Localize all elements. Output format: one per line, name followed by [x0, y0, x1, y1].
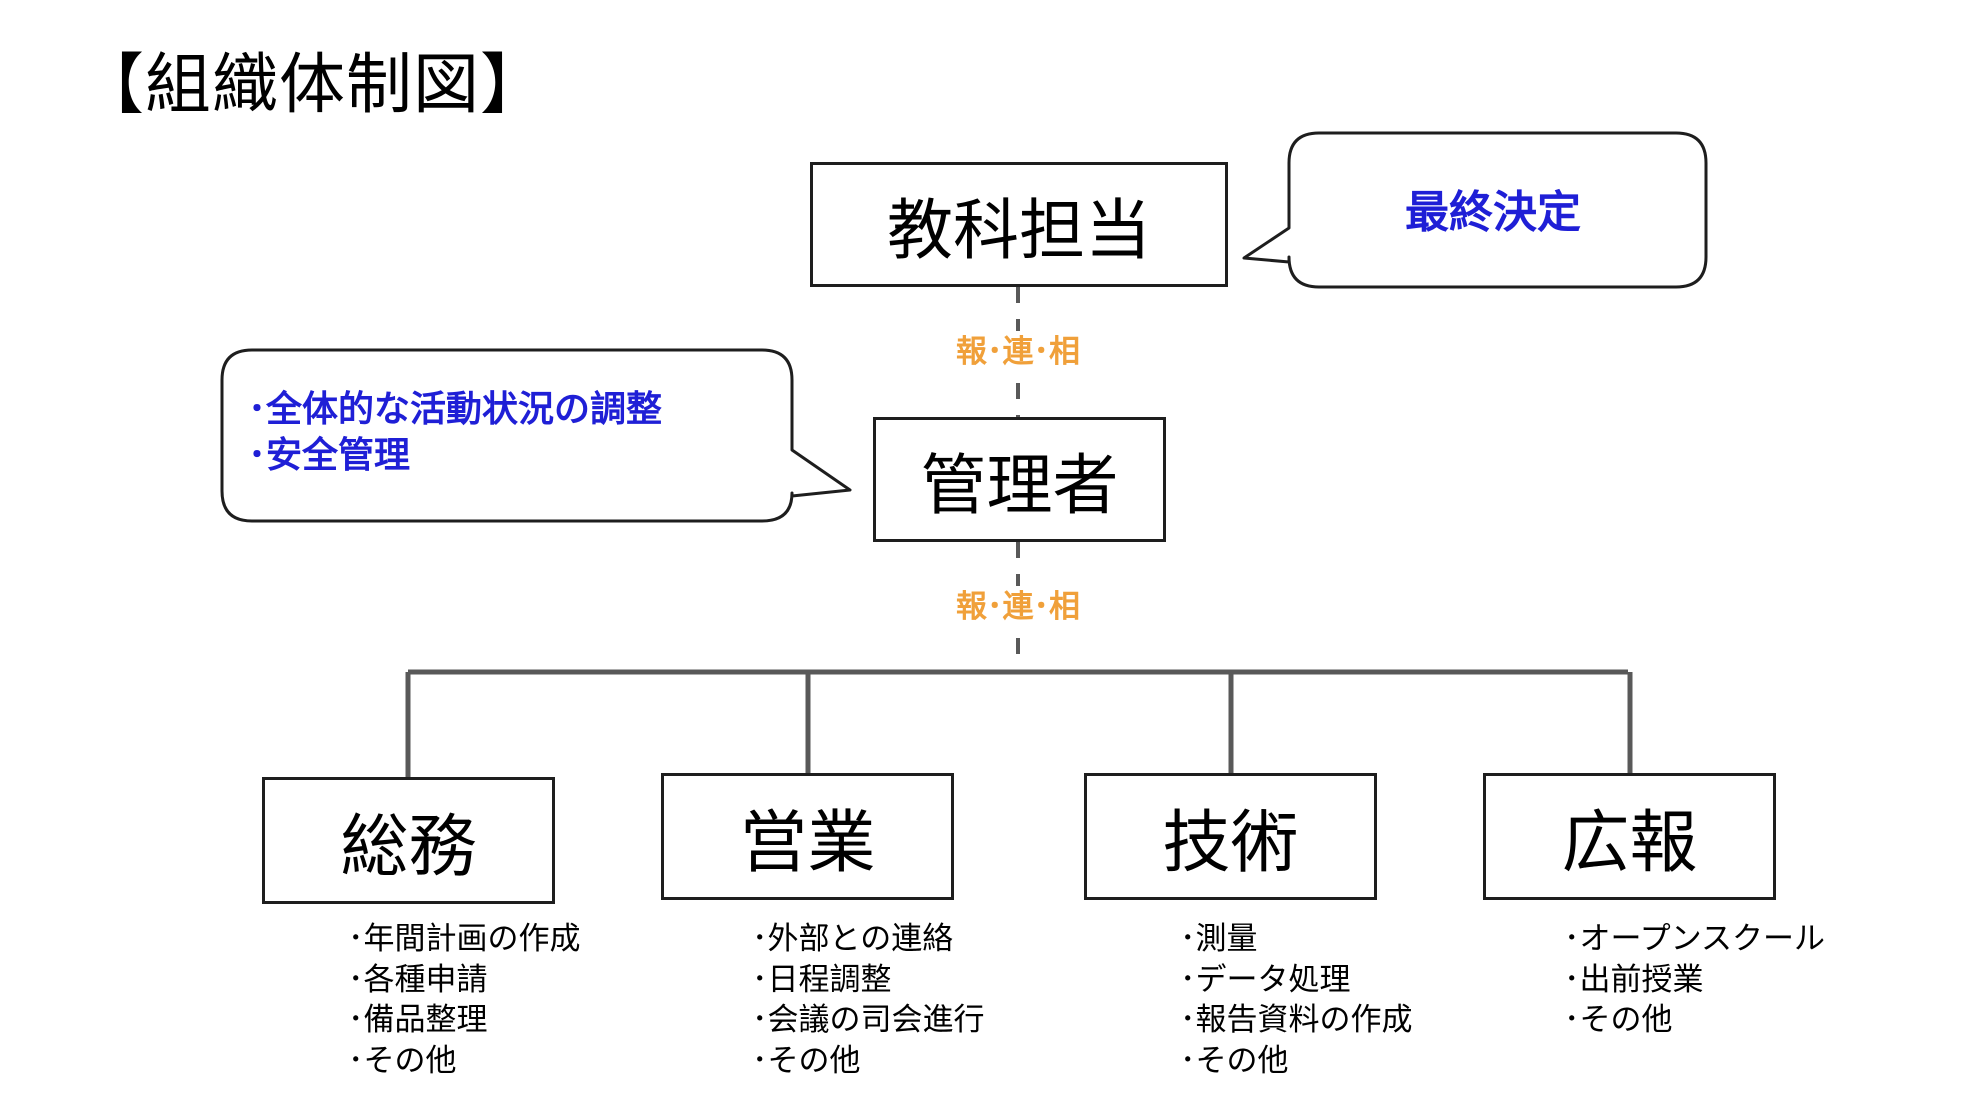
task-item: ･その他 — [1564, 1002, 1673, 1038]
dept-box-kouhou: 広報 — [1483, 773, 1776, 900]
task-item: ･日程調整 — [752, 961, 892, 998]
task-item: ･出前授業 — [1564, 961, 1704, 998]
dept-box-eigyo: 営業 — [661, 773, 954, 900]
manager-box: 管理者 — [873, 417, 1166, 542]
teacher-in-charge-label: 教科担当 — [887, 191, 1151, 269]
task-list-gijutsu: ･測量 ･データ処理 ･報告資料の作成 ･その他 — [1180, 919, 1413, 1081]
task-item: ･その他 — [1180, 1042, 1289, 1079]
task-list-kouhou: ･オープンスクール ･出前授業 ･その他 — [1564, 919, 1825, 1041]
dept-box-gijutsu: 技術 — [1084, 773, 1377, 900]
task-item: ･備品整理 — [348, 1002, 488, 1038]
task-item: ･各種申請 — [348, 961, 488, 998]
dept-label: 営業 — [739, 804, 876, 883]
dept-label: 広報 — [1561, 804, 1698, 883]
task-list-soumu: ･年間計画の作成 ･各種申請 ･備品整理 ･その他 — [348, 919, 581, 1081]
connector-label-top: 報･連･相 — [950, 331, 1086, 373]
task-item: ･その他 — [752, 1042, 861, 1079]
task-item: ･報告資料の作成 — [1180, 1002, 1413, 1038]
task-item: ･その他 — [348, 1042, 457, 1079]
manager-callout-bubble — [220, 348, 852, 523]
dept-label: 総務 — [340, 808, 477, 887]
top-callout-text: 最終決定 — [1405, 187, 1581, 238]
task-item: ･測量 — [1180, 921, 1258, 957]
task-item: ･データ処理 — [1180, 961, 1351, 998]
page-title: 【組織体制図】 — [78, 46, 547, 123]
task-item: ･年間計画の作成 — [348, 921, 581, 957]
connector-label-bottom: 報･連･相 — [950, 586, 1086, 628]
manager-callout-item: ･全体的な活動状況の調整 — [248, 389, 663, 430]
task-item: ･会議の司会進行 — [752, 1002, 985, 1038]
task-item: ･オープンスクール — [1564, 921, 1826, 957]
dept-box-soumu: 総務 — [262, 777, 555, 904]
top-callout-bubble — [1242, 131, 1708, 289]
task-list-eigyo: ･外部との連絡 ･日程調整 ･会議の司会進行 ･その他 — [752, 919, 985, 1081]
manager-label: 管理者 — [920, 446, 1119, 524]
manager-callout-text: ･全体的な活動状況の調整 ･安全管理 — [248, 387, 662, 479]
task-item: ･外部との連絡 — [752, 921, 954, 957]
manager-callout-item: ･安全管理 — [248, 435, 411, 476]
dept-label: 技術 — [1162, 804, 1299, 883]
teacher-in-charge-box: 教科担当 — [810, 162, 1228, 287]
